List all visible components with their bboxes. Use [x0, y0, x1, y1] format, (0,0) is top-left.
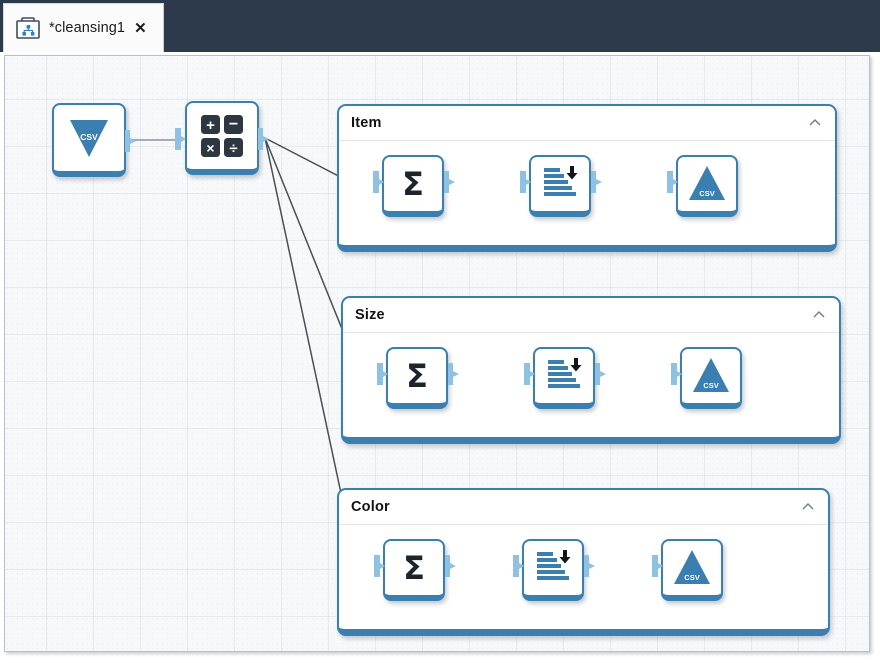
- svg-text:CSV: CSV: [699, 189, 714, 198]
- chevron-up-icon[interactable]: [800, 499, 816, 515]
- chevron-up-icon[interactable]: [807, 115, 823, 131]
- sigma-icon: Σ: [406, 357, 428, 395]
- group-title: Size: [355, 307, 385, 323]
- aggregate-input-port[interactable]: [372, 169, 385, 195]
- csv-output-input-port[interactable]: [666, 169, 679, 195]
- node-layer: CSV + − × ÷: [5, 56, 869, 651]
- group-title: Item: [351, 115, 382, 131]
- sort-input-port[interactable]: [512, 553, 525, 579]
- workflow-document-icon: [15, 16, 41, 40]
- aggregate-input-port[interactable]: [373, 553, 386, 579]
- workflow-canvas[interactable]: CSV + − × ÷: [4, 55, 870, 652]
- sort-descending-icon: [548, 358, 582, 388]
- csv-output-input-port[interactable]: [651, 553, 664, 579]
- title-bar: *cleansing1 ✕: [0, 0, 880, 52]
- aggregate-node[interactable]: Σ: [386, 347, 448, 409]
- csv-input-output-port[interactable]: [124, 128, 137, 154]
- aggregate-output-port[interactable]: [447, 361, 460, 387]
- sort-descending-icon: [537, 550, 571, 580]
- aggregate-node[interactable]: Σ: [382, 155, 444, 217]
- calculator-output-port[interactable]: [257, 126, 270, 152]
- group-panel-size[interactable]: Size Σ: [341, 296, 841, 444]
- document-tab[interactable]: *cleansing1 ✕: [3, 3, 164, 52]
- group-panel-item[interactable]: Item Σ: [337, 104, 837, 252]
- calculator-icon: + − × ÷: [201, 115, 243, 157]
- sort-input-port[interactable]: [523, 361, 536, 387]
- sort-output-port[interactable]: [590, 169, 603, 195]
- csv-output-triangle-icon: CSV: [693, 358, 729, 392]
- csv-input-node[interactable]: CSV: [52, 103, 126, 177]
- aggregate-output-port[interactable]: [443, 169, 456, 195]
- svg-text:CSV: CSV: [684, 573, 699, 582]
- chevron-up-icon[interactable]: [811, 307, 827, 323]
- csv-output-node[interactable]: CSV: [661, 539, 723, 601]
- sort-descending-node[interactable]: [529, 155, 591, 217]
- group-body: Σ: [339, 525, 828, 629]
- group-title: Color: [351, 499, 390, 515]
- svg-text:CSV: CSV: [80, 132, 98, 142]
- close-icon[interactable]: ✕: [134, 19, 147, 37]
- csv-output-node[interactable]: CSV: [680, 347, 742, 409]
- sigma-icon: Σ: [403, 549, 425, 587]
- sigma-icon: Σ: [402, 165, 424, 203]
- svg-text:÷: ÷: [229, 140, 237, 157]
- group-body: Σ: [339, 141, 835, 245]
- svg-text:×: ×: [206, 140, 214, 156]
- aggregate-input-port[interactable]: [376, 361, 389, 387]
- group-header: Item: [339, 106, 835, 141]
- calculator-input-port[interactable]: [174, 126, 187, 152]
- calculator-node[interactable]: + − × ÷: [185, 101, 259, 175]
- sort-descending-icon: [544, 166, 578, 196]
- svg-text:CSV: CSV: [703, 381, 718, 390]
- group-body: Σ: [343, 333, 839, 437]
- aggregate-output-port[interactable]: [444, 553, 457, 579]
- tab-title: *cleansing1: [49, 20, 126, 36]
- sort-output-port[interactable]: [594, 361, 607, 387]
- svg-text:+: +: [206, 117, 215, 134]
- csv-output-input-port[interactable]: [670, 361, 683, 387]
- group-header: Color: [339, 490, 828, 525]
- sort-descending-node[interactable]: [533, 347, 595, 409]
- sort-input-port[interactable]: [519, 169, 532, 195]
- sort-descending-node[interactable]: [522, 539, 584, 601]
- csv-output-triangle-icon: CSV: [689, 166, 725, 200]
- group-header: Size: [343, 298, 839, 333]
- svg-text:−: −: [229, 116, 238, 133]
- sort-output-port[interactable]: [583, 553, 596, 579]
- csv-output-node[interactable]: CSV: [676, 155, 738, 217]
- csv-input-triangle-icon: CSV: [70, 120, 108, 157]
- group-panel-color[interactable]: Color Σ: [337, 488, 830, 636]
- aggregate-node[interactable]: Σ: [383, 539, 445, 601]
- csv-output-triangle-icon: CSV: [674, 550, 710, 584]
